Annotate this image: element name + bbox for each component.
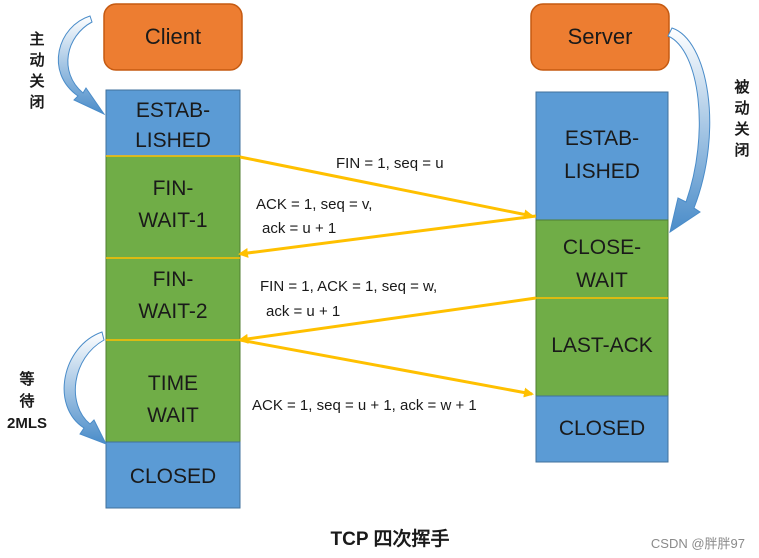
client-state-established-line1: ESTAB- <box>136 99 210 122</box>
server-state-close-wait-line1: CLOSE- <box>563 236 641 259</box>
message-ack-label-line1: ACK = 1, seq = v, <box>256 196 372 213</box>
watermark: CSDN @胖胖97 <box>651 536 745 551</box>
client-state-column: ESTAB- LISHED FIN- WAIT-1 FIN- WAIT-2 TI… <box>105 89 241 509</box>
client-state-time-wait-box <box>105 339 241 443</box>
wait-2msl-label-text: 2MLS <box>7 415 47 432</box>
active-close-label-char: 动 <box>29 51 44 69</box>
fin-arrow-client-to-server <box>239 155 534 220</box>
passive-close-label-char: 被 <box>734 78 750 96</box>
client-state-fin-wait-1-line1: FIN- <box>153 177 194 200</box>
wait-2msl-curve-arrow <box>63 331 108 445</box>
active-close-label-char: 主 <box>29 30 44 48</box>
server-state-established-box <box>535 91 669 221</box>
message-final-ack-label: ACK = 1, seq = u + 1, ack = w + 1 <box>252 397 477 414</box>
server-state-column: ESTAB- LISHED CLOSE- WAIT LAST-ACK CLOSE… <box>535 91 669 463</box>
message-arrows <box>238 155 537 398</box>
client-state-closed-label: CLOSED <box>130 465 216 488</box>
client-state-fin-wait-1-line2: WAIT-1 <box>138 209 207 232</box>
client-state-time-wait-line1: TIME <box>148 372 198 395</box>
client-state-fin-wait-2-line2: WAIT-2 <box>138 300 207 323</box>
passive-close-label-char: 关 <box>734 120 749 138</box>
active-close-curve-arrow <box>57 15 106 116</box>
passive-close-label-char: 闭 <box>734 141 749 159</box>
client-state-established-line2: LISHED <box>135 129 211 152</box>
server-state-last-ack-box <box>535 297 669 397</box>
passive-close-label-char: 动 <box>734 99 749 117</box>
wait-2msl-label-char: 等 <box>19 370 34 388</box>
client-header-box <box>103 3 243 71</box>
server-state-closed-label: CLOSED <box>559 417 645 440</box>
client-header-label: Client <box>145 24 201 49</box>
message-fin-ack-label-line1: FIN = 1, ACK = 1, seq = w, <box>260 278 437 295</box>
message-ack-label-line2: ack = u + 1 <box>262 220 336 237</box>
active-close-label-char: 关 <box>29 72 44 90</box>
message-fin-label: FIN = 1, seq = u <box>336 155 444 172</box>
server-state-closed-box <box>535 395 669 463</box>
server-state-last-ack-label: LAST-ACK <box>551 334 653 357</box>
server-state-established-line1: ESTAB- <box>565 127 639 150</box>
wait-2msl-label-char: 待 <box>19 392 34 410</box>
client-state-fin-wait-1-box <box>105 155 241 259</box>
active-close-label-char: 闭 <box>29 93 44 111</box>
client-state-fin-wait-2-box <box>105 257 241 341</box>
server-state-close-wait-line2: WAIT <box>576 269 628 292</box>
ack-arrow-server-to-client <box>238 214 537 258</box>
server-state-established-line2: LISHED <box>564 160 640 183</box>
diagram-title: TCP 四次挥手 <box>331 527 450 550</box>
fin-ack-arrow-server-to-client <box>238 296 537 344</box>
client-state-fin-wait-2-line1: FIN- <box>153 268 194 291</box>
server-header-label: Server <box>568 24 633 49</box>
client-state-closed-box <box>105 441 241 509</box>
ack-arrow-client-to-server <box>239 338 534 398</box>
client-state-time-wait-line2: WAIT <box>147 404 199 427</box>
passive-close-curve-arrow <box>667 27 711 234</box>
message-fin-ack-label-line2: ack = u + 1 <box>266 303 340 320</box>
